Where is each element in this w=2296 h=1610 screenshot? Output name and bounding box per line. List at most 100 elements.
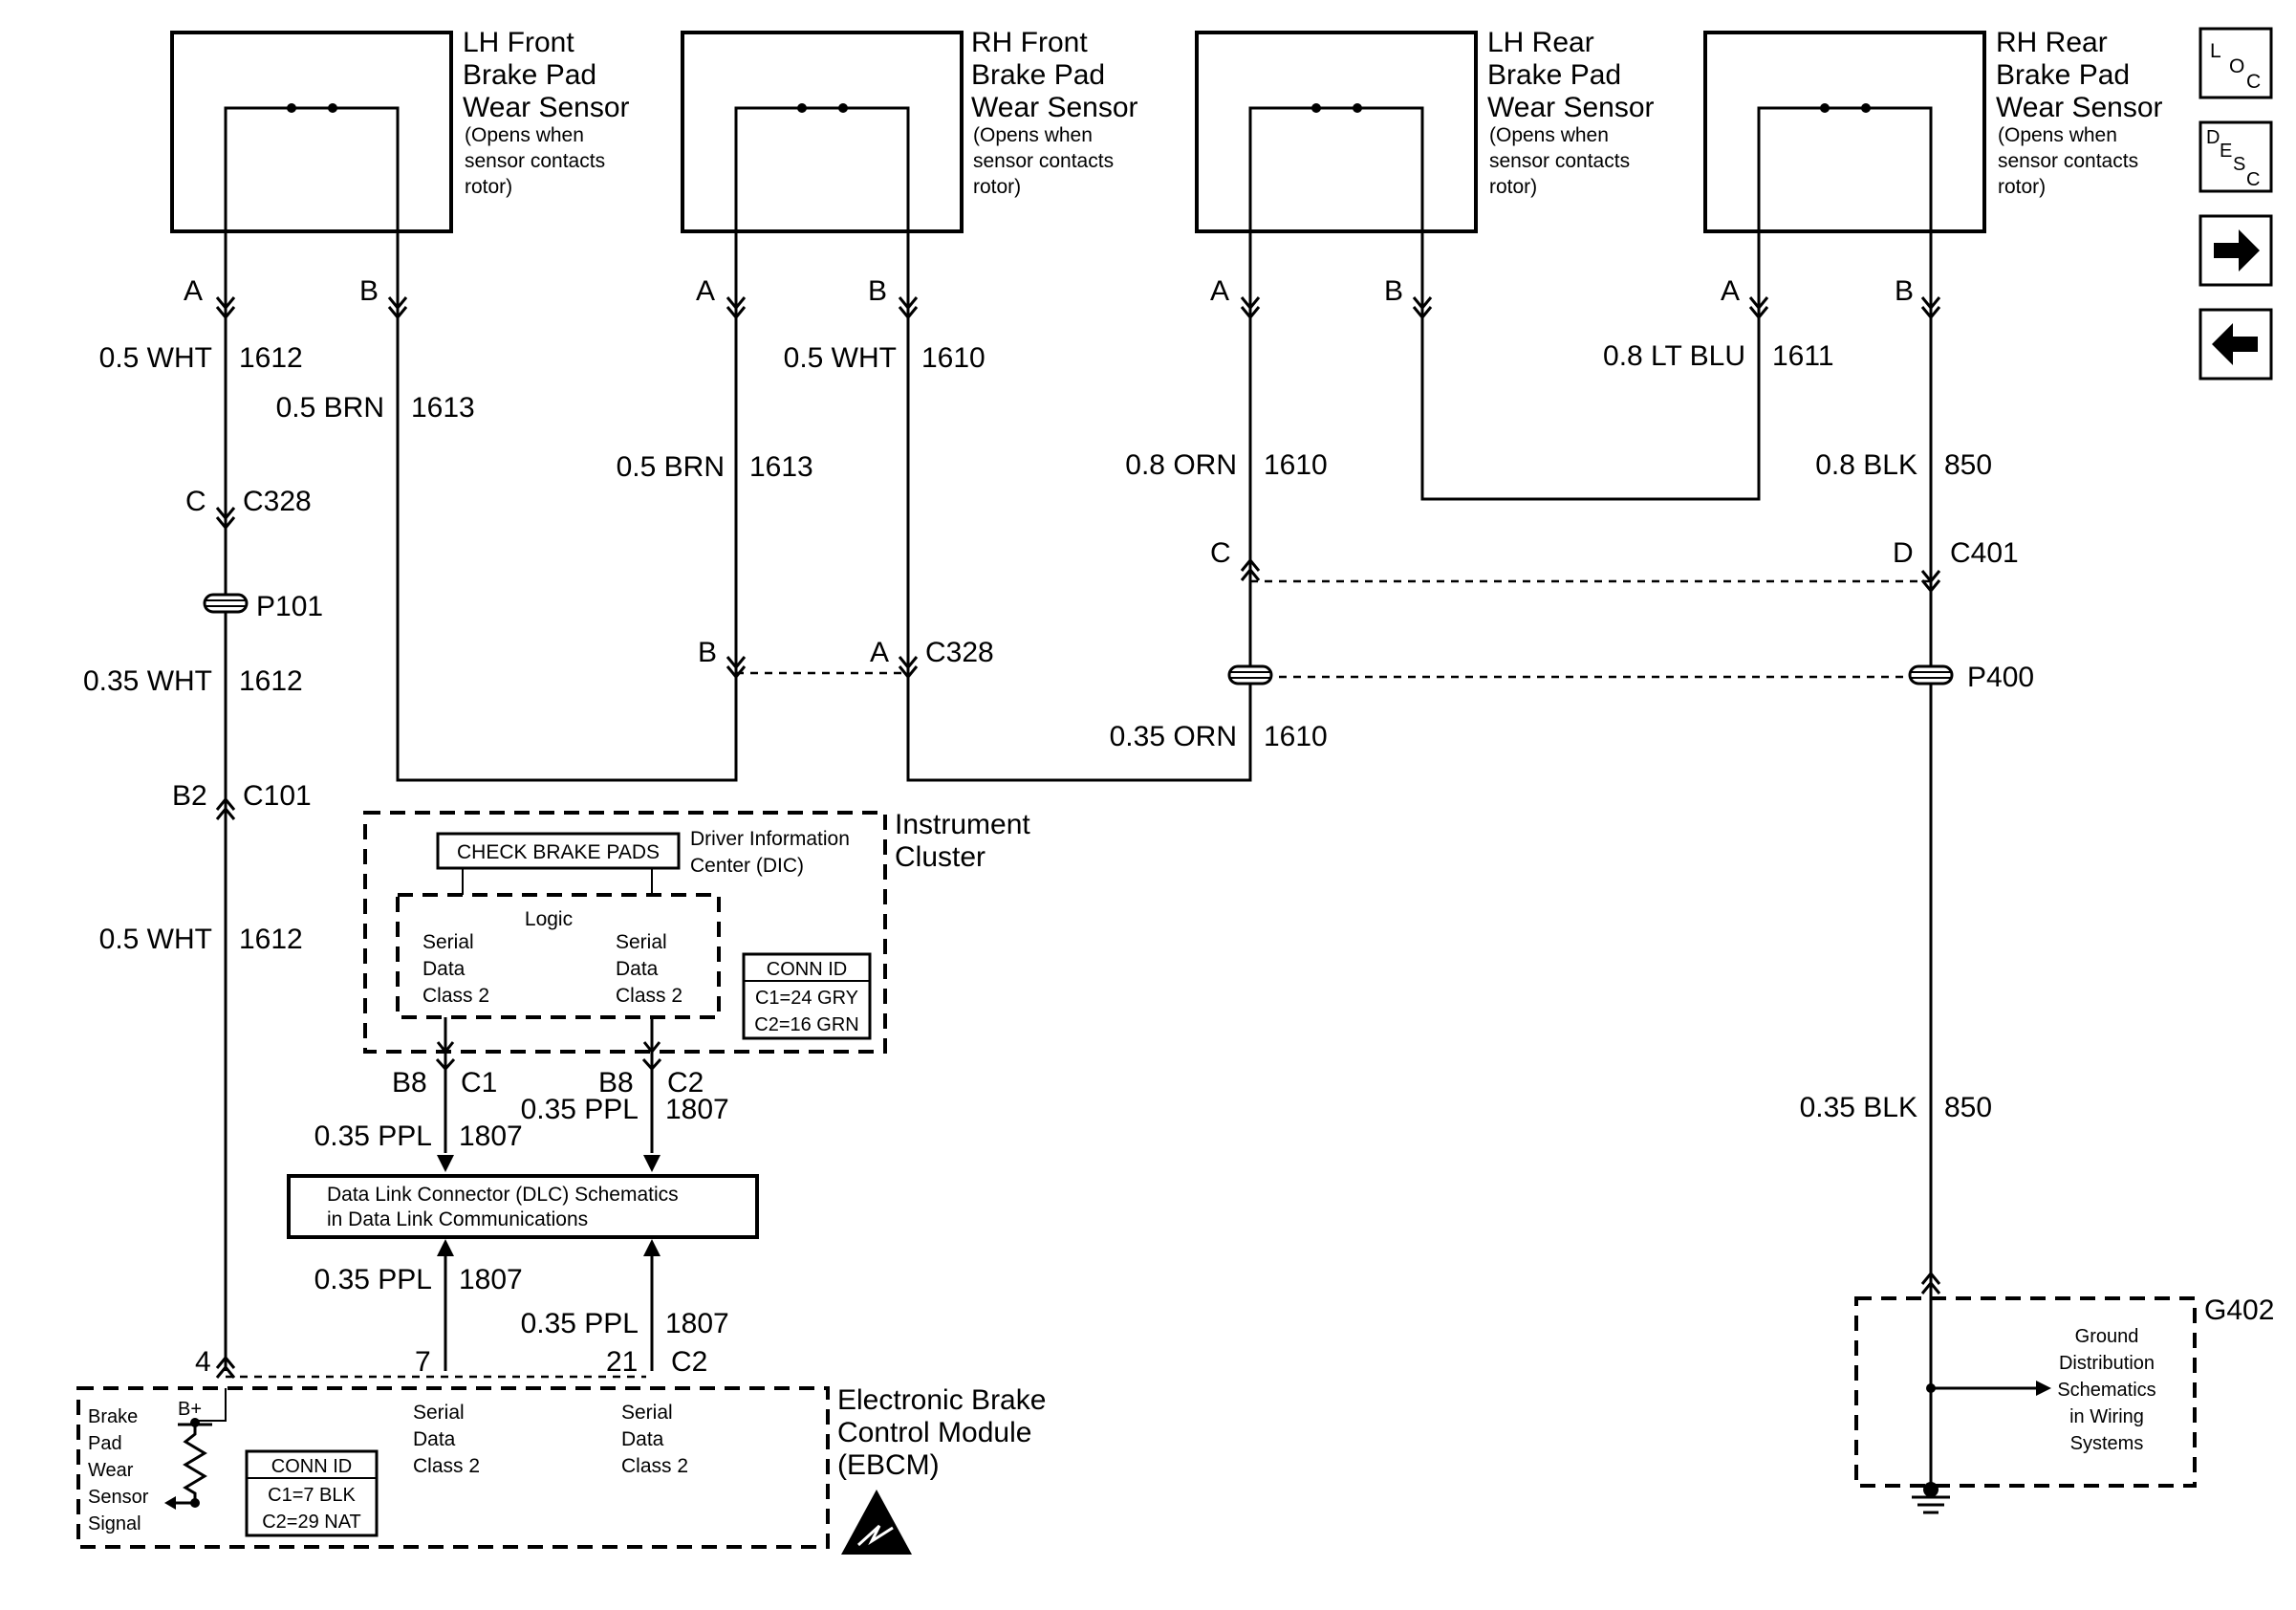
pin-labels: A B A B A B A B C B A C D B2 <box>172 275 1914 812</box>
svg-text:0.5 BRN: 0.5 BRN <box>276 392 384 424</box>
svg-text:B+: B+ <box>178 1399 202 1420</box>
svg-text:1807: 1807 <box>665 1308 729 1339</box>
previous-page-button[interactable] <box>2199 308 2273 381</box>
arrow-right-icon <box>2214 229 2260 272</box>
svg-text:Serial: Serial <box>621 1402 673 1424</box>
svg-text:C101: C101 <box>243 780 312 812</box>
svg-text:1610: 1610 <box>921 342 986 374</box>
svg-text:LH Rear: LH Rear <box>1487 27 1594 58</box>
lh-rear-sensor <box>1195 31 1478 346</box>
svg-text:(Opens when: (Opens when <box>1489 124 1609 146</box>
wire-labels: 0.5 WHT 1612 0.5 BRN 1613 0.5 BRN 1613 0… <box>83 340 1992 1123</box>
svg-text:1613: 1613 <box>411 392 475 424</box>
svg-text:L: L <box>2210 40 2221 62</box>
svg-text:sensor contacts: sensor contacts <box>1998 150 2138 172</box>
loc-button[interactable]: L O C <box>2199 27 2273 99</box>
svg-text:C1: C1 <box>461 1067 497 1099</box>
svg-text:Class 2: Class 2 <box>621 1455 688 1477</box>
next-page-button[interactable] <box>2199 214 2273 287</box>
svg-text:C: C <box>185 486 206 517</box>
svg-text:O: O <box>2229 55 2244 77</box>
svg-text:Schematics: Schematics <box>2057 1380 2155 1401</box>
svg-text:D: D <box>2206 127 2220 148</box>
cluster-conn-id-box <box>742 952 872 1040</box>
svg-text:0.35 PPL: 0.35 PPL <box>521 1094 639 1125</box>
svg-text:C328: C328 <box>243 486 312 517</box>
svg-text:E: E <box>2220 141 2232 162</box>
svg-text:Brake Pad: Brake Pad <box>463 59 596 91</box>
svg-text:1612: 1612 <box>239 342 303 374</box>
arrow-left-icon <box>2212 323 2258 365</box>
svg-text:B8: B8 <box>392 1067 427 1099</box>
serial-data-labels: B8 C1 B8 C2 0.35 PPL 1807 0.35 PPL 1807 … <box>195 1067 729 1378</box>
svg-text:rotor): rotor) <box>1998 176 2046 198</box>
svg-text:Cluster: Cluster <box>895 841 986 873</box>
svg-text:sensor contacts: sensor contacts <box>1489 150 1630 172</box>
svg-text:C1=24 GRY: C1=24 GRY <box>755 988 858 1009</box>
svg-text:A: A <box>1721 275 1740 307</box>
svg-text:sensor contacts: sensor contacts <box>973 150 1114 172</box>
svg-text:LH Front: LH Front <box>463 27 574 58</box>
svg-text:Data: Data <box>413 1428 456 1450</box>
svg-text:Wear: Wear <box>88 1460 134 1481</box>
svg-text:0.5 WHT: 0.5 WHT <box>99 342 212 374</box>
svg-text:(Opens when: (Opens when <box>465 124 584 146</box>
svg-text:A: A <box>696 275 715 307</box>
svg-text:Driver Information: Driver Information <box>690 828 850 850</box>
svg-text:A: A <box>870 637 889 668</box>
instrument-cluster: Instrument Cluster CHECK BRAKE PADS Driv… <box>363 809 1030 1054</box>
svg-text:0.35 ORN: 0.35 ORN <box>1110 721 1237 752</box>
rh-front-sensor <box>681 31 964 346</box>
svg-text:850: 850 <box>1944 1092 1992 1123</box>
svg-text:1610: 1610 <box>1264 721 1328 752</box>
svg-text:0.8 BLK: 0.8 BLK <box>1815 449 1917 481</box>
svg-text:C: C <box>2246 71 2261 93</box>
svg-text:0.35 WHT: 0.35 WHT <box>83 665 212 697</box>
svg-text:21: 21 <box>606 1346 638 1378</box>
svg-text:0.5 WHT: 0.5 WHT <box>99 924 212 955</box>
svg-text:(EBCM): (EBCM) <box>837 1449 940 1481</box>
svg-text:C328: C328 <box>925 637 994 668</box>
svg-text:Sensor: Sensor <box>88 1487 149 1508</box>
svg-text:1610: 1610 <box>1264 449 1328 481</box>
svg-text:B: B <box>1384 275 1403 307</box>
svg-text:Wear Sensor: Wear Sensor <box>971 92 1138 123</box>
svg-text:S: S <box>2233 154 2245 175</box>
sensor-label-lf: LH Front Brake Pad Wear Sensor (Opens wh… <box>463 27 630 198</box>
svg-text:0.8 LT BLU: 0.8 LT BLU <box>1603 340 1745 372</box>
lh-front-sensor <box>170 31 453 346</box>
svg-text:0.5 WHT: 0.5 WHT <box>784 342 897 374</box>
logic-block <box>396 893 721 1019</box>
sensor-label-lr: LH Rear Brake Pad Wear Sensor (Opens whe… <box>1487 27 1655 198</box>
svg-text:C2=29 NAT: C2=29 NAT <box>262 1512 361 1533</box>
wiring <box>224 231 1933 1491</box>
svg-text:Serial: Serial <box>422 931 474 953</box>
svg-text:C401: C401 <box>1950 537 2019 569</box>
svg-text:4: 4 <box>195 1346 211 1378</box>
svg-text:Wear Sensor: Wear Sensor <box>1487 92 1655 123</box>
svg-text:1613: 1613 <box>749 451 813 483</box>
svg-text:Serial: Serial <box>616 931 667 953</box>
svg-text:Pad: Pad <box>88 1433 122 1454</box>
svg-text:Brake Pad: Brake Pad <box>1996 59 2130 91</box>
svg-text:rotor): rotor) <box>465 176 512 198</box>
svg-text:Systems: Systems <box>2070 1433 2144 1454</box>
svg-text:B2: B2 <box>172 780 207 812</box>
svg-text:Data: Data <box>621 1428 664 1450</box>
svg-text:Wear Sensor: Wear Sensor <box>463 92 630 123</box>
connector-labels: C328 C328 C401 C101 P101 P400 <box>243 486 2034 812</box>
svg-text:Wear Sensor: Wear Sensor <box>1996 92 2163 123</box>
svg-text:Data: Data <box>616 958 659 980</box>
svg-text:sensor contacts: sensor contacts <box>465 150 605 172</box>
dlc-reference-box[interactable]: Data Link Connector (DLC) Schematics in … <box>287 1174 759 1239</box>
desc-button[interactable]: D E S C <box>2199 120 2273 193</box>
ground-icon <box>1912 1482 1950 1514</box>
svg-text:1612: 1612 <box>239 665 303 697</box>
serial-data-wires <box>435 1017 662 1371</box>
rh-rear-sensor <box>1703 31 1986 346</box>
svg-text:C: C <box>2246 169 2260 190</box>
svg-text:0.35 PPL: 0.35 PPL <box>521 1308 639 1339</box>
svg-text:A: A <box>184 275 203 307</box>
svg-text:rotor): rotor) <box>973 176 1021 198</box>
